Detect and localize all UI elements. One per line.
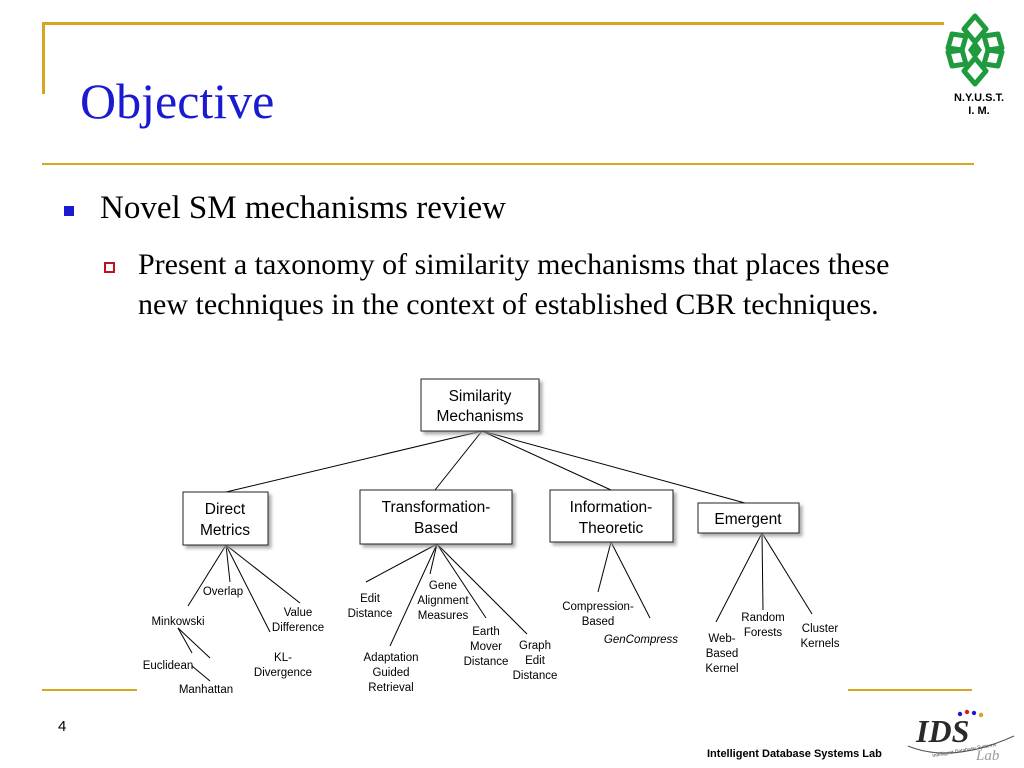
nyust-logo-label: N.Y.U.S.T. I. M. <box>936 92 1022 118</box>
leaf-value-difference-2: Difference <box>272 622 324 634</box>
page-number: 4 <box>58 718 67 735</box>
leaf-gene-alignment-3: Measures <box>418 610 469 622</box>
leaf-earth-mover-1: Earth <box>472 626 500 638</box>
leaf-web-based-kernel-2: Based <box>706 648 739 660</box>
leaf-earth-mover-3: Distance <box>464 656 509 668</box>
leaf-compression-based-1: Compression- <box>562 601 634 613</box>
node-root: Similarity Mechanisms <box>420 378 540 432</box>
leaf-compression-based-2: Based <box>582 616 615 628</box>
sub-bullet-box-icon <box>104 262 115 273</box>
leaf-labels: Overlap Minkowski Value Difference Eucli… <box>143 580 840 696</box>
node-direct-metrics: Direct Metrics <box>182 491 269 546</box>
leaf-adaptation-guided-3: Retrieval <box>368 682 413 694</box>
connector-lines <box>177 430 813 682</box>
logo-label-line1: N.Y.U.S.T. <box>953 92 1005 104</box>
node-direct-metrics-line2: Metrics <box>200 522 250 539</box>
leaf-euclidean: Euclidean <box>143 660 194 672</box>
leaf-graph-edit-2: Edit <box>525 655 546 667</box>
leaf-kl-divergence-2: Divergence <box>254 667 312 679</box>
leaf-kl-divergence-1: KL- <box>274 652 292 664</box>
node-information-theoretic-line1: Information- <box>570 499 653 516</box>
title-separator-rule <box>42 163 974 165</box>
node-information-theoretic-line2: Theoretic <box>579 520 644 537</box>
node-root-line1: Similarity <box>449 388 512 405</box>
node-emergent: Emergent <box>697 502 800 534</box>
taxonomy-diagram: Similarity Mechanisms Direct Metrics Tra… <box>143 378 840 696</box>
leaf-value-difference-1: Value <box>284 607 313 619</box>
sub-bullet-text: Present a taxonomy of similarity mechani… <box>138 248 890 321</box>
footer-rule-left <box>42 689 137 691</box>
leaf-adaptation-guided-1: Adaptation <box>364 652 419 664</box>
leaf-earth-mover-2: Mover <box>470 641 502 653</box>
leaf-random-forests-2: Forests <box>744 627 783 639</box>
leaf-cluster-kernels-2: Kernels <box>801 638 840 650</box>
leaf-random-forests-1: Random <box>741 612 784 624</box>
leaf-gene-alignment-1: Gene <box>429 580 457 592</box>
node-information-theoretic: Information- Theoretic <box>549 489 674 543</box>
node-root-line2: Mechanisms <box>437 408 524 425</box>
bullet-square-icon <box>64 206 74 216</box>
ids-lab-logo-icon: IDS Lab Intelligent Database Systems <box>907 709 1015 764</box>
frame-left-rule <box>42 22 45 94</box>
node-transformation-based: Transformation- Based <box>359 489 513 545</box>
bullet-text: Novel SM mechanisms review <box>100 190 507 226</box>
logo-label-line2: I. M. <box>968 105 990 117</box>
leaf-web-based-kernel-3: Kernel <box>705 663 738 675</box>
frame-top-rule <box>42 22 944 25</box>
leaf-graph-edit-1: Graph <box>519 640 551 652</box>
leaf-manhattan: Manhattan <box>179 684 233 696</box>
slide-title: Objective <box>80 73 275 129</box>
ids-subtitle: Lab <box>975 748 1000 764</box>
footer-rule-right <box>848 689 972 691</box>
leaf-minkowski: Minkowski <box>151 616 204 628</box>
leaf-gencompress: GenCompress <box>604 634 678 646</box>
leaf-edit-distance-1: Edit <box>360 593 381 605</box>
node-emergent-line1: Emergent <box>714 511 782 528</box>
nyust-logo-icon <box>945 13 1005 87</box>
leaf-adaptation-guided-2: Guided <box>372 667 409 679</box>
leaf-overlap: Overlap <box>203 586 243 598</box>
leaf-web-based-kernel-1: Web- <box>708 633 735 645</box>
node-transformation-based-line1: Transformation- <box>382 499 491 516</box>
leaf-edit-distance-2: Distance <box>348 608 393 620</box>
node-direct-metrics-line1: Direct <box>205 501 246 518</box>
leaf-graph-edit-3: Distance <box>513 670 558 682</box>
leaf-gene-alignment-2: Alignment <box>417 595 469 607</box>
leaf-cluster-kernels-1: Cluster <box>802 623 839 635</box>
ids-wordmark: IDS <box>915 713 969 749</box>
footer-label: Intelligent Database Systems Lab <box>707 748 882 760</box>
node-transformation-based-line2: Based <box>414 520 458 537</box>
